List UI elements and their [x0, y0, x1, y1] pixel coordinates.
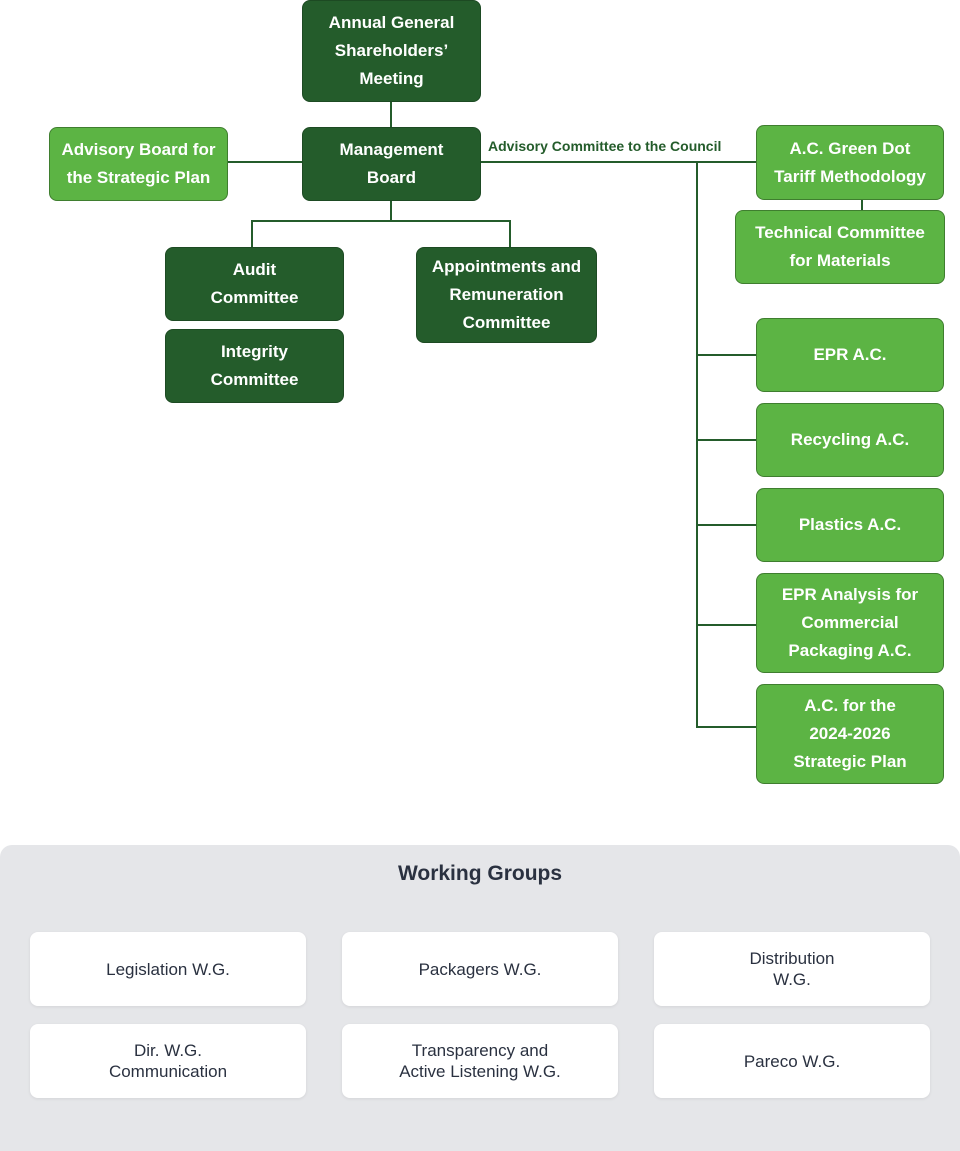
wg-packagers: Packagers W.G.: [342, 932, 618, 1006]
advisory-board-node: Advisory Board for the Strategic Plan: [49, 127, 228, 201]
wg-transparency: Transparency and Active Listening W.G.: [342, 1024, 618, 1098]
wg-distribution: Distribution W.G.: [654, 932, 930, 1006]
integrity-committee-node: Integrity Committee: [165, 329, 344, 403]
wg-communication: Dir. W.G. Communication: [30, 1024, 306, 1098]
connector-lines: [227, 101, 863, 728]
wg-pareco: Pareco W.G.: [654, 1024, 930, 1098]
council-label: Advisory Committee to the Council: [488, 138, 722, 154]
recycling-ac-node: Recycling A.C.: [756, 403, 944, 477]
wg-legislation: Legislation W.G.: [30, 932, 306, 1006]
management-board-node: Management Board: [302, 127, 481, 201]
plastics-ac-node: Plastics A.C.: [756, 488, 944, 562]
technical-committee-node: Technical Committee for Materials: [735, 210, 945, 284]
appointments-committee-node: Appointments and Remuneration Committee: [416, 247, 597, 343]
green-dot-node: A.C. Green Dot Tariff Methodology: [756, 125, 944, 200]
strategic-ac-node: A.C. for the 2024-2026 Strategic Plan: [756, 684, 944, 784]
epr-ac-node: EPR A.C.: [756, 318, 944, 392]
working-groups-title: Working Groups: [397, 862, 563, 885]
audit-committee-node: Audit Committee: [165, 247, 344, 321]
agm-node: Annual General Shareholders’ Meeting: [302, 0, 481, 102]
epr-analysis-node: EPR Analysis for Commercial Packaging A.…: [756, 573, 944, 673]
